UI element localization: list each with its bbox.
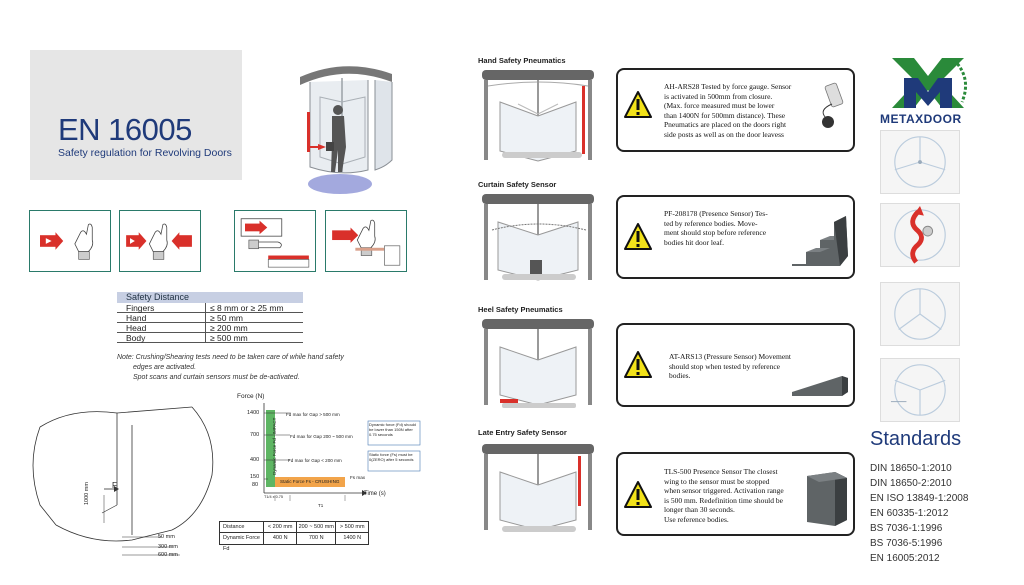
fd-line-3: Fd max for Gap < 200 mm xyxy=(288,458,342,463)
standard-item: BS 7036-1:1996 xyxy=(870,523,943,534)
curved-wall-diagram xyxy=(22,395,222,565)
y-tick-1400: 1400 xyxy=(247,410,260,416)
reference-body-wedge-icon xyxy=(790,368,850,396)
section-title-curtain-sensor: Curtain Safety Sensor xyxy=(478,180,557,189)
reference-body-stairs-icon xyxy=(790,212,850,270)
door-illustration-curtain xyxy=(478,190,598,290)
door-illustration-late-entry xyxy=(478,440,598,540)
dim-label-600: 600 mm xyxy=(158,552,178,558)
safety-distance-header: Safety Distance xyxy=(117,292,303,303)
impact-label: Dynamic Force Fd - IMPACT xyxy=(272,417,277,475)
door-plan-diagram-1 xyxy=(880,130,960,194)
hand-safety-icon-4 xyxy=(325,210,407,272)
height-dimension-label: 1000 mm xyxy=(84,482,90,505)
force-time-chart xyxy=(230,395,430,505)
door-plan-diagram-3 xyxy=(880,282,960,346)
section-title-hand-pneumatics: Hand Safety Pneumatics xyxy=(478,56,566,65)
info-box-hand-pneumatics xyxy=(616,68,855,152)
t-quarter-label: T1/4 x 0.75 xyxy=(264,495,283,499)
chart-x-label: Time (s) xyxy=(364,491,386,497)
standard-item: DIN 18650-1:2010 xyxy=(870,463,952,474)
standards-title: Standards xyxy=(870,428,962,450)
revolving-door-illustration xyxy=(280,52,410,197)
dim-label-50: 50 mm xyxy=(158,534,175,540)
section-title-late-entry: Late Entry Safety Sensor xyxy=(478,428,567,437)
warning-icon xyxy=(623,90,653,120)
hand-safety-icon-3 xyxy=(234,210,316,272)
crush-label: Static Force Fs - CRUSHING xyxy=(280,479,340,484)
info-text-curtain-sensor: PF-208178 (Presence Sensor) Tes-ted by r… xyxy=(664,209,768,247)
safety-note: Note: Crushing/Shearing tests need to be… xyxy=(117,354,344,381)
warning-icon xyxy=(623,480,653,510)
section-title-heel-pneumatics: Heel Safety Pneumatics xyxy=(478,305,563,314)
standard-item: EN 16005:2012 xyxy=(870,553,940,564)
standard-item: DIN 18650-2:2010 xyxy=(870,478,952,489)
door-illustration-hand xyxy=(478,66,598,172)
hand-safety-icon-1 xyxy=(29,210,111,272)
dynamic-note: Dynamic force (Fd) should be lower than … xyxy=(369,422,416,437)
warning-icon xyxy=(623,222,653,252)
page-title: EN 16005 xyxy=(58,112,192,147)
safety-distance-table: Safety Distance Fingers ≤ 8 mm or ≥ 25 m… xyxy=(117,292,303,343)
standard-item: EN ISO 13849-1:2008 xyxy=(870,493,969,504)
table-row: Head ≥ 200 mm xyxy=(117,323,303,333)
table-row: Fingers ≤ 8 mm or ≥ 25 mm xyxy=(117,303,303,313)
y-tick-700: 700 xyxy=(250,432,260,438)
force-f-label: F xyxy=(112,481,117,490)
page-subtitle: Safety regulation for Revolving Doors xyxy=(58,147,232,159)
force-gauge-icon xyxy=(808,80,850,130)
y-tick-150: 150 xyxy=(250,474,260,480)
table-row: Hand ≥ 50 mm xyxy=(117,313,303,323)
warning-icon xyxy=(623,350,653,380)
door-plan-diagram-4 xyxy=(880,358,960,422)
title-card xyxy=(30,50,242,180)
dim-label-300: 300 mm xyxy=(158,544,178,550)
hand-safety-icon-2 xyxy=(119,210,201,272)
standard-item: EN 60335-1:2012 xyxy=(870,508,949,519)
fd-line-2: Fd max for Gap 200 ~ 500 mm xyxy=(290,434,353,439)
reference-body-box-icon xyxy=(805,468,849,526)
t1-label: T1 xyxy=(318,503,324,508)
door-illustration-heel xyxy=(478,315,598,415)
logo-wordmark: METAXDOOR xyxy=(880,112,962,126)
gap-force-table: Distance < 200 mm 200 ~ 500 mm > 500 mm … xyxy=(219,521,369,552)
static-note: Static force (Fs) must be 0(ZERO) after … xyxy=(369,452,414,462)
fs-max-label: Fs max xyxy=(350,475,366,480)
y-tick-400: 400 xyxy=(250,457,260,463)
chart-y-label: Force (N) xyxy=(237,393,265,400)
fd-line-1: Fd max for Gap > 500 mm xyxy=(286,412,340,417)
door-plan-diagram-2 xyxy=(880,203,960,267)
standard-item: BS 7036-5:1996 xyxy=(870,538,943,549)
y-tick-80: 80 xyxy=(252,482,259,488)
metaxdoor-logo xyxy=(884,52,974,112)
table-row: Body ≥ 500 mm xyxy=(117,333,303,343)
